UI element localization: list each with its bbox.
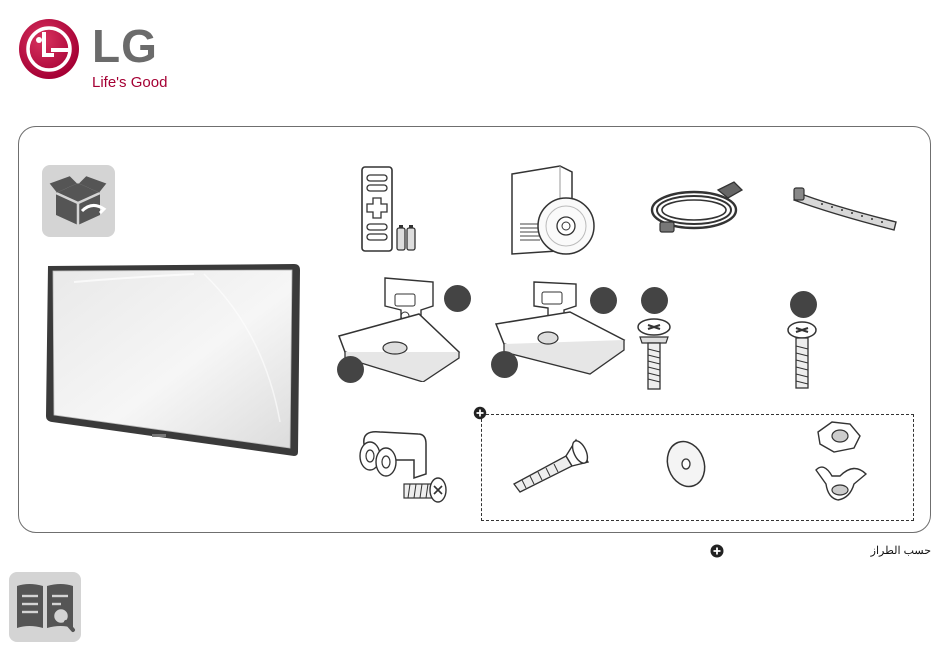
callout-marker (790, 291, 817, 318)
model-dependent-note: حسب الطراز (871, 544, 931, 557)
cable-clamp-icon (356, 426, 452, 506)
screw-icon (786, 320, 818, 390)
nut-and-wing-nut-icon (810, 418, 870, 512)
plus-circle-icon (710, 544, 724, 558)
tv-illustration (44, 262, 302, 458)
box-contents-icon (42, 165, 115, 237)
bolt-icon (508, 436, 590, 494)
manual-and-cd-icon (510, 164, 600, 256)
lg-logo-emblem-icon (18, 18, 80, 80)
power-cord-icon (648, 176, 746, 238)
callout-marker (641, 287, 668, 314)
callout-marker (337, 356, 364, 383)
lg-tagline: Life's Good (92, 74, 167, 92)
lg-logo: LG Life's Good (18, 18, 178, 94)
screw-icon (636, 317, 672, 391)
cable-tie-icon (792, 184, 900, 234)
lg-wordmark: LG (92, 21, 158, 71)
manual-magnifier-icon (9, 572, 81, 642)
callout-marker (491, 351, 518, 378)
callout-marker (444, 285, 471, 312)
callout-marker (590, 287, 617, 314)
plus-circle-icon (473, 406, 487, 420)
washer-icon (664, 438, 708, 490)
remote-control-icon (360, 166, 418, 254)
